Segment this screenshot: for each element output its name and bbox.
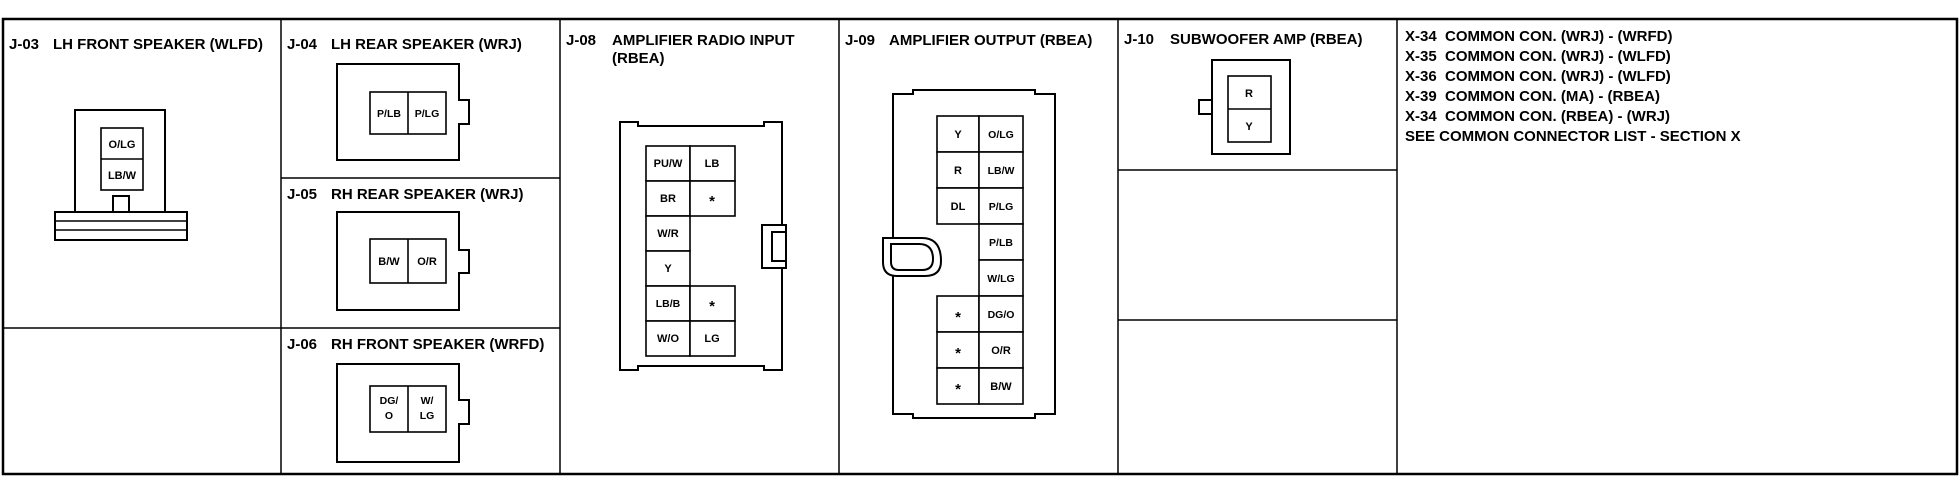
pin-label: * [955, 381, 961, 398]
connector-code: J-09 [845, 32, 875, 49]
pin-label: R [1245, 88, 1253, 100]
connector-j06: J-06 RH FRONT SPEAKER (WRFD) DG/ O W/ LG [287, 336, 544, 463]
common-connector-list: X-34 COMMON CON. (WRJ) - (WRFD) X-35 COM… [1405, 28, 1741, 145]
pin-label: B/W [378, 256, 400, 268]
connector-title: LH REAR SPEAKER (WRJ) [331, 36, 522, 53]
pin-label: LB/W [988, 165, 1015, 177]
common-list-item: X-34 COMMON CON. (RBEA) - (WRJ) [1405, 108, 1670, 125]
connector-code: J-04 [287, 36, 318, 53]
pin-label: P/LB [377, 108, 401, 120]
connector-code: J-05 [287, 186, 317, 203]
connector-code: J-06 [287, 336, 317, 353]
pin-label: R [954, 165, 962, 177]
connector-code: J-08 [566, 32, 596, 49]
connector-title: (RBEA) [612, 50, 665, 67]
pin-label: W/O [657, 333, 679, 345]
pin-label: P/LB [989, 237, 1013, 249]
pin-label: O [385, 410, 393, 422]
pin-label: LG [704, 333, 719, 345]
pin-label: PU/W [654, 158, 683, 170]
connector-j04: J-04 LH REAR SPEAKER (WRJ) P/LB P/LG [287, 36, 522, 161]
pin-label: O/R [417, 256, 437, 268]
pin-grid [645, 145, 736, 357]
connector-latch [1198, 99, 1213, 115]
pin-label: P/LG [989, 201, 1014, 213]
pin-label: * [955, 309, 961, 326]
connector-title: AMPLIFIER RADIO INPUT [612, 32, 795, 49]
pin-label: Y [954, 129, 962, 141]
pin-label: O/LG [109, 139, 136, 151]
common-list-item: X-34 COMMON CON. (WRJ) - (WRFD) [1405, 28, 1672, 45]
connector-j03: J-03 LH FRONT SPEAKER (WLFD) O/LG LB/W [9, 36, 263, 241]
connector-j08: J-08 AMPLIFIER RADIO INPUT (RBEA) PU/W L… [566, 32, 795, 371]
connector-title: SUBWOOFER AMP (RBEA) [1170, 31, 1363, 48]
pin-label: LG [420, 410, 435, 422]
pin-label: BR [660, 193, 676, 205]
pin-label: W/LG [987, 273, 1014, 285]
connector-j05: J-05 RH REAR SPEAKER (WRJ) B/W O/R [287, 186, 524, 311]
pin-label: LB/W [108, 170, 137, 182]
pin-label: O/LG [988, 129, 1014, 141]
connector-j10: J-10 SUBWOOFER AMP (RBEA) R Y [1124, 31, 1363, 155]
pin-label: * [709, 193, 715, 210]
pin-label: * [955, 345, 961, 362]
pin-label: P/LG [415, 108, 440, 120]
pin-label: DG/ [380, 395, 399, 407]
connector-title: RH REAR SPEAKER (WRJ) [331, 186, 524, 203]
common-list-item: X-35 COMMON CON. (WRJ) - (WLFD) [1405, 48, 1671, 65]
common-list-item: X-39 COMMON CON. (MA) - (RBEA) [1405, 88, 1660, 105]
connector-title: RH FRONT SPEAKER (WRFD) [331, 336, 544, 353]
pin-label: LB/B [656, 298, 681, 310]
pin-label: B/W [990, 381, 1012, 393]
sheet-frame [1, 17, 1959, 476]
connector-title: LH FRONT SPEAKER (WLFD) [53, 36, 263, 53]
pin-label: O/R [991, 345, 1011, 357]
pin-label: * [709, 298, 715, 315]
pin-label: DG/O [988, 309, 1015, 321]
pin-label: Y [664, 263, 672, 275]
connector-code: J-10 [1124, 31, 1154, 48]
pin-label: W/R [657, 228, 678, 240]
connector-title: AMPLIFIER OUTPUT (RBEA) [889, 32, 1092, 49]
common-list-item: X-36 COMMON CON. (WRJ) - (WLFD) [1405, 68, 1671, 85]
pin-label: LB [705, 158, 720, 170]
pin-label: DL [951, 201, 966, 213]
connector-code: J-03 [9, 36, 39, 53]
pin-grid [936, 115, 1024, 405]
pin-label: W/ [421, 395, 434, 407]
common-list-note: SEE COMMON CONNECTOR LIST - SECTION X [1405, 128, 1741, 145]
pin-label: Y [1245, 121, 1253, 133]
connector-j09: J-09 AMPLIFIER OUTPUT (RBEA) Y O/LG R LB… [845, 32, 1092, 419]
